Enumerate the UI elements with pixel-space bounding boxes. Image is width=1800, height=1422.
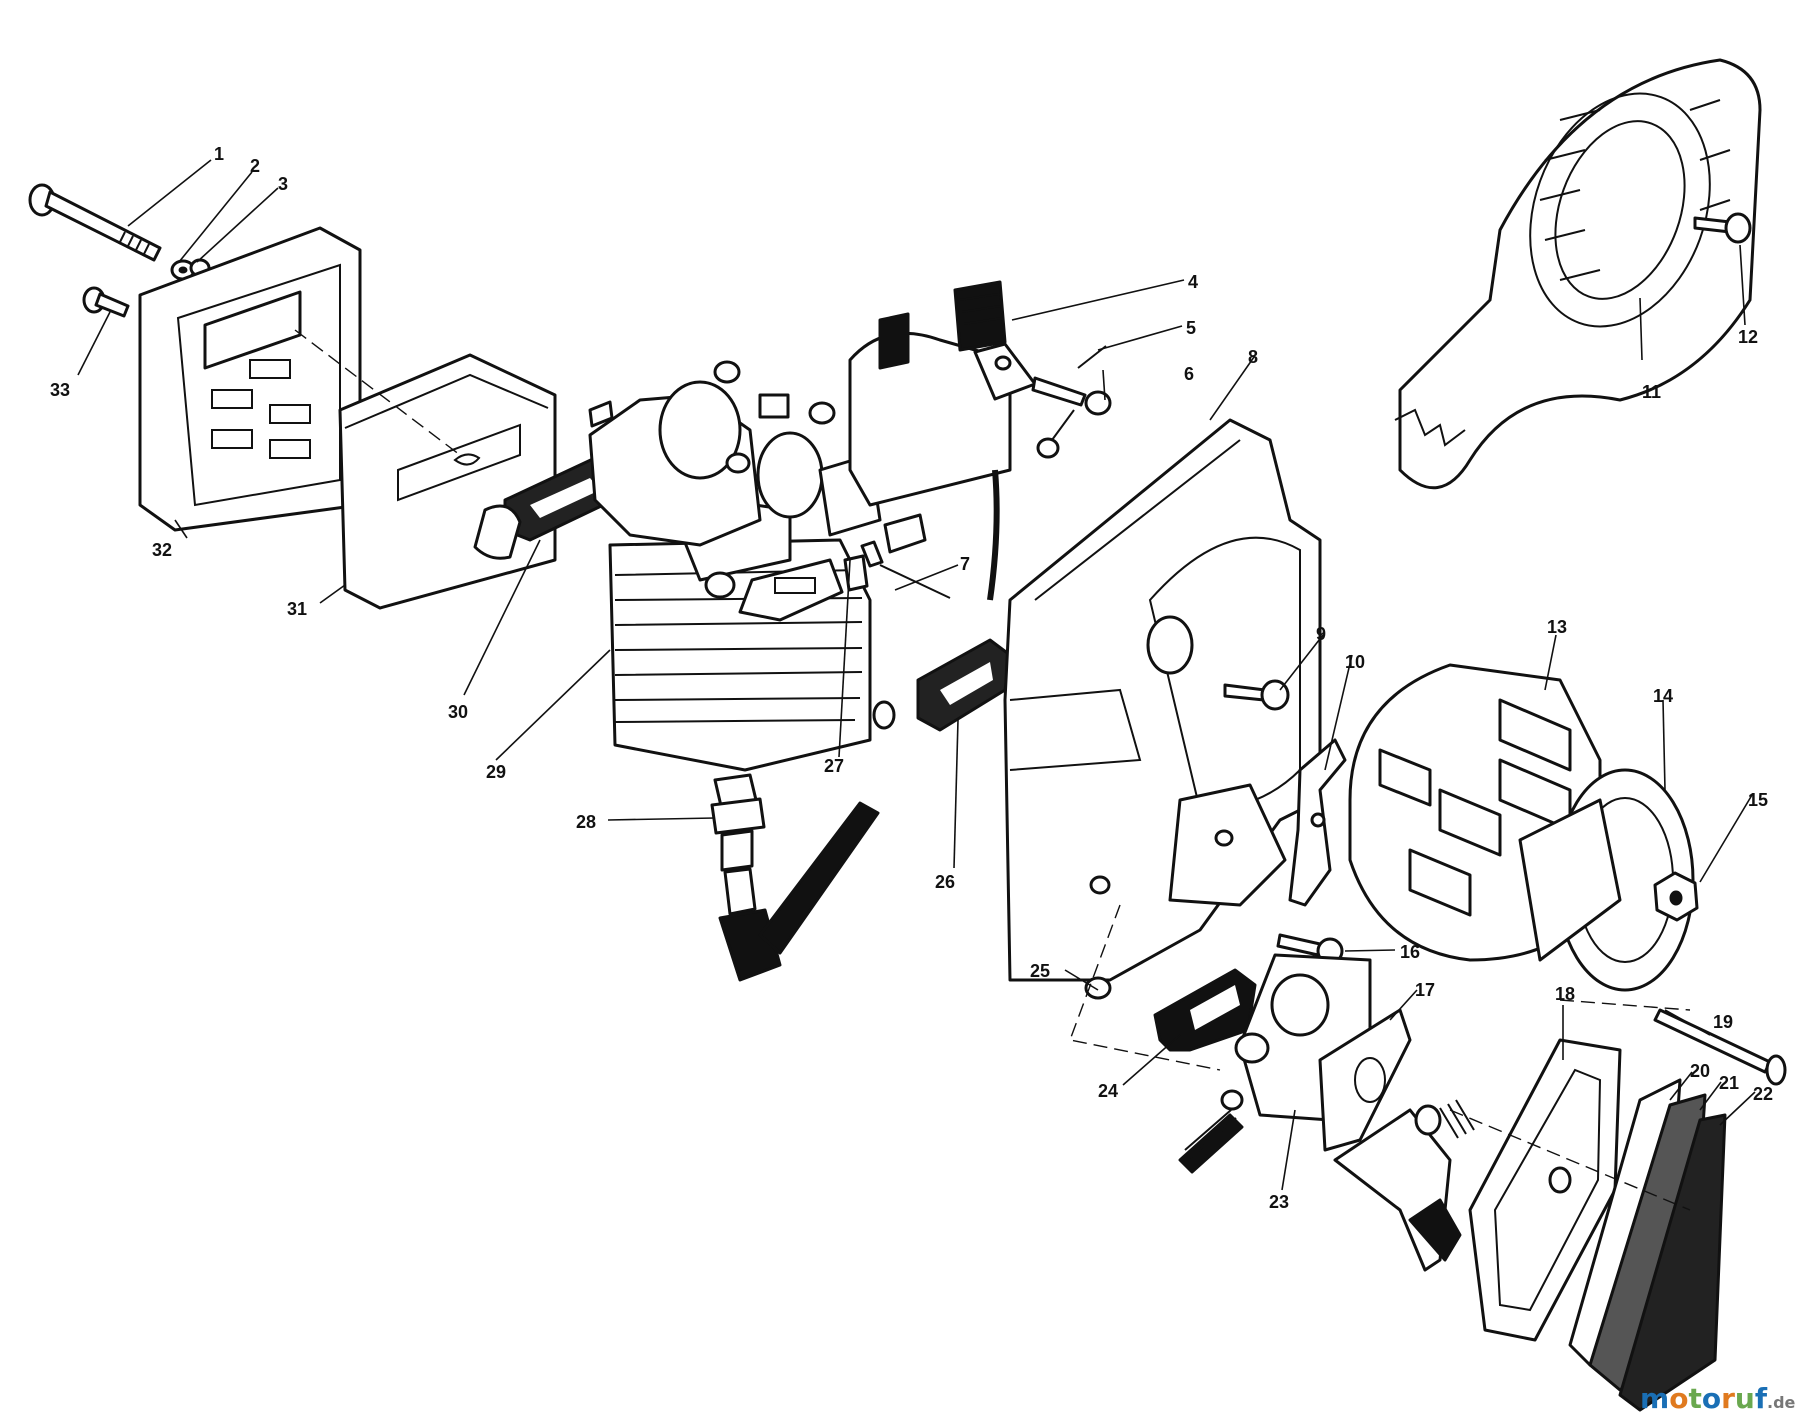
callout-8: 8 — [1248, 347, 1258, 367]
callout-32: 32 — [152, 540, 172, 560]
part-26-gasket — [916, 638, 1012, 732]
callout-21: 21 — [1719, 1073, 1739, 1093]
part-7-pin — [860, 540, 951, 599]
part-1-bolt — [28, 183, 162, 262]
watermark-logo: motoruf.de — [1640, 1382, 1796, 1415]
part-31-muffler — [338, 353, 557, 610]
callout-20: 20 — [1690, 1061, 1710, 1081]
callout-6: 6 — [1184, 364, 1194, 384]
callout-28: 28 — [576, 812, 596, 832]
callout-3: 3 — [278, 174, 288, 194]
leader-lines — [77, 159, 1756, 1191]
part-25-screw — [1084, 976, 1112, 1000]
part-14-clutch — [1518, 768, 1695, 992]
callout-27: 27 — [824, 756, 844, 776]
part-11-starter-housing — [1394, 58, 1762, 490]
part-33-screw — [82, 286, 130, 318]
callout-25: 25 — [1030, 961, 1050, 981]
callout-14: 14 — [1653, 686, 1673, 706]
assembly-guides — [294, 329, 1691, 1211]
part-29-cylinder — [608, 498, 896, 772]
callout-18: 18 — [1555, 984, 1575, 1004]
callout-23: 23 — [1269, 1192, 1289, 1212]
part-crank-assembly — [588, 360, 882, 547]
callout-17: 17 — [1415, 980, 1435, 1000]
callout-24: 24 — [1098, 1081, 1118, 1101]
callout-1: 1 — [214, 144, 224, 164]
part-10-bracket — [1288, 738, 1347, 907]
part-5-6-screw — [1031, 345, 1112, 459]
callout-31: 31 — [287, 599, 307, 619]
part-choke-lever — [1333, 1099, 1475, 1272]
callout-33: 33 — [50, 380, 70, 400]
callout-15: 15 — [1748, 790, 1768, 810]
part-4-ignition-coil — [848, 280, 1037, 601]
callout-2: 2 — [250, 156, 260, 176]
callout-16: 16 — [1400, 942, 1420, 962]
part-12-screw — [1693, 212, 1752, 244]
callout-30: 30 — [448, 702, 468, 722]
part-17-gasket — [1318, 1008, 1412, 1152]
callout-9: 9 — [1316, 624, 1326, 644]
callout-12: 12 — [1738, 327, 1758, 347]
callout-22: 22 — [1753, 1084, 1773, 1104]
callout-29: 29 — [486, 762, 506, 782]
callout-4: 4 — [1188, 272, 1198, 292]
part-24-gasket — [1153, 968, 1257, 1052]
callout-7: 7 — [960, 554, 970, 574]
callout-13: 13 — [1547, 617, 1567, 637]
callout-26: 26 — [935, 872, 955, 892]
part-19-long-screw — [1653, 1008, 1787, 1086]
callout-19: 19 — [1713, 1012, 1733, 1032]
callout-10: 10 — [1345, 652, 1365, 672]
callout-labels: 1 2 3 4 5 6 7 8 9 10 11 12 13 14 15 16 1… — [50, 144, 1773, 1212]
part-15-nut — [1653, 871, 1699, 922]
part-8-crankcase — [1003, 418, 1322, 982]
callout-11: 11 — [1642, 382, 1661, 402]
callout-5: 5 — [1186, 318, 1196, 338]
part-22-filter-cover — [1618, 1113, 1727, 1412]
part-32-muffler-cover — [138, 226, 362, 532]
part-28-spark-plug — [710, 773, 880, 982]
svg-text:motoruf.de: motoruf.de — [1640, 1382, 1796, 1415]
